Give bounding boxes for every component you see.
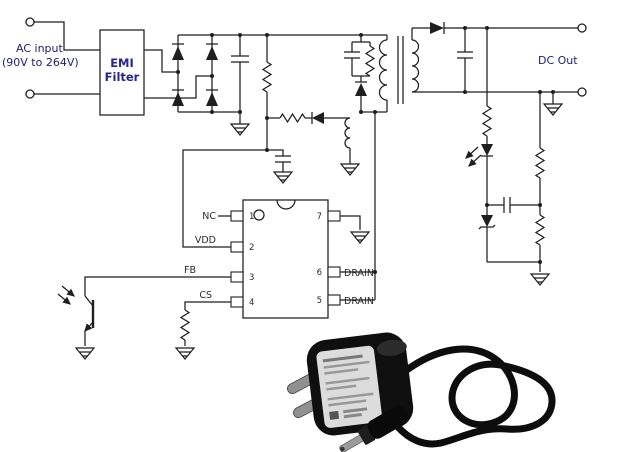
ic-pin2-number: 2 [249, 243, 254, 253]
bridge-diode-icon [172, 46, 184, 60]
emi-filter-box: EMI Filter [99, 29, 212, 116]
bridge-rectifier [172, 34, 387, 136]
compensation-capacitor [487, 197, 540, 213]
ic-pin1-number: 1 [249, 212, 254, 222]
ic-pin6-label: DRAIN [344, 268, 374, 279]
emi-filter-label-2: Filter [105, 70, 140, 84]
dc-terminal-minus [577, 87, 587, 97]
output-diode-icon [430, 22, 444, 34]
feedback-upper-resistor [481, 105, 493, 137]
ic-pin7-number: 7 [317, 212, 322, 222]
bridge-diode-icon [206, 46, 218, 60]
junction-dots [176, 26, 555, 274]
feedback-right-lower-resistor [534, 214, 546, 246]
ic-pin2-label: VDD [195, 235, 216, 246]
ic-notch [276, 199, 296, 210]
transformer [378, 28, 420, 104]
optocoupler-transistor [57, 276, 231, 360]
light-arrow [57, 293, 71, 305]
led-emission-arrow [468, 154, 482, 167]
emi-filter-label-1: EMI [110, 56, 134, 70]
optocoupler-led-icon [481, 144, 493, 156]
bulk-capacitor [231, 35, 249, 112]
ic-pin1-dot [253, 209, 265, 221]
fb-wire [84, 276, 231, 296]
zener-diode-icon [481, 215, 493, 227]
adapter-barrel-plug [339, 405, 409, 452]
ic-pin1-label: NC [202, 211, 216, 222]
ic-body [242, 199, 329, 319]
primary-winding [378, 39, 388, 101]
vdd-capacitor [267, 149, 291, 172]
transistor-emitter [84, 321, 94, 332]
ac-terminal-top [25, 17, 35, 27]
bridge-diode-icon [206, 92, 218, 106]
power-adapter-photo [287, 332, 556, 452]
light-arrow [61, 285, 75, 297]
ac-input-label: AC input [16, 42, 63, 55]
ground-symbol [175, 347, 195, 360]
led-emission-arrow [465, 146, 479, 159]
ic-pin3-number: 3 [249, 273, 254, 283]
controller-ic: 1 2 3 4 7 6 5 NC VDD FB CS DRAIN DRAIN [184, 199, 375, 319]
adapter-body [306, 332, 414, 436]
adapter-cable [394, 345, 556, 448]
bridge-diode-icon [172, 92, 184, 106]
ground-symbol [75, 347, 95, 360]
feedback-right-upper-resistor [534, 147, 546, 179]
ground-symbol [340, 163, 360, 176]
dc-terminal-plus [577, 23, 587, 33]
startup-resistor [261, 61, 273, 93]
ground-symbol [273, 171, 293, 184]
feedback-network [465, 28, 550, 286]
snubber-clamp [344, 35, 388, 300]
startup-and-vdd-supply [182, 35, 350, 248]
ic-pin5-label: DRAIN [344, 296, 374, 307]
pin7-ground-wire [340, 215, 361, 230]
ac-terminal-bottom [25, 89, 35, 99]
ic-pin4-label: CS [199, 290, 212, 301]
cs-sense-resistor [179, 309, 191, 341]
ic-pin4-number: 4 [249, 298, 254, 308]
vdd-rectifier-diode-icon [312, 112, 324, 124]
cs-sense-network [175, 301, 231, 360]
secondary-winding [411, 39, 420, 93]
ground-symbol [530, 273, 550, 286]
snubber-resistor [364, 45, 376, 77]
output-stage: DC Out [412, 22, 587, 116]
transformer-core [397, 36, 404, 104]
aux-winding [340, 117, 360, 176]
ac-input-range-label: (90V to 264V) [2, 56, 79, 69]
ic-pin5-number: 5 [317, 296, 322, 306]
ground-symbol [543, 103, 563, 116]
dc-out-label: DC Out [538, 54, 578, 67]
adapter-body-highlight [376, 339, 407, 356]
ground-symbol [350, 231, 370, 244]
ic-pin3-label: FB [184, 265, 196, 276]
vdd-series-resistor [279, 112, 306, 124]
ic-pin6-number: 6 [317, 268, 322, 278]
vdd-wire [182, 149, 267, 248]
output-capacitor [457, 28, 473, 92]
ac-input-terminals: AC input (90V to 264V) [2, 17, 100, 99]
ground-symbol [230, 123, 250, 136]
clamp-diode-icon [355, 83, 367, 96]
